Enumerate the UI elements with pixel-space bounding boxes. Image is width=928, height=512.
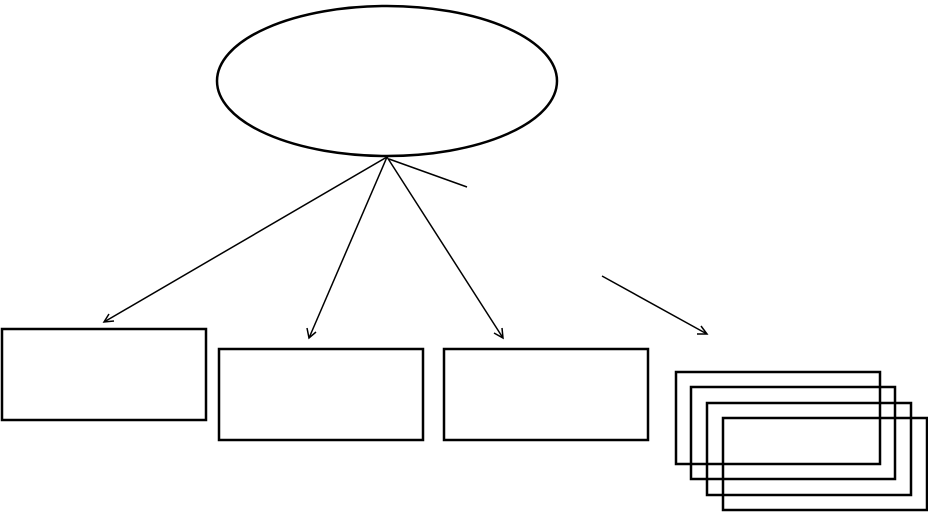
stack-layer-4 bbox=[721, 416, 928, 512]
stacked-boxes bbox=[674, 370, 928, 512]
box-1 bbox=[0, 327, 208, 422]
connector-to-box-1 bbox=[102, 156, 388, 323]
connector-to-box-3 bbox=[386, 156, 504, 340]
connector-to-box-2 bbox=[306, 156, 388, 340]
stack-layer-3 bbox=[705, 401, 913, 497]
root-ellipse bbox=[215, 4, 559, 158]
box-2 bbox=[217, 347, 425, 442]
connector-to-stack bbox=[388, 158, 709, 335]
box-3 bbox=[442, 347, 650, 442]
stack-layer-2 bbox=[689, 385, 897, 481]
